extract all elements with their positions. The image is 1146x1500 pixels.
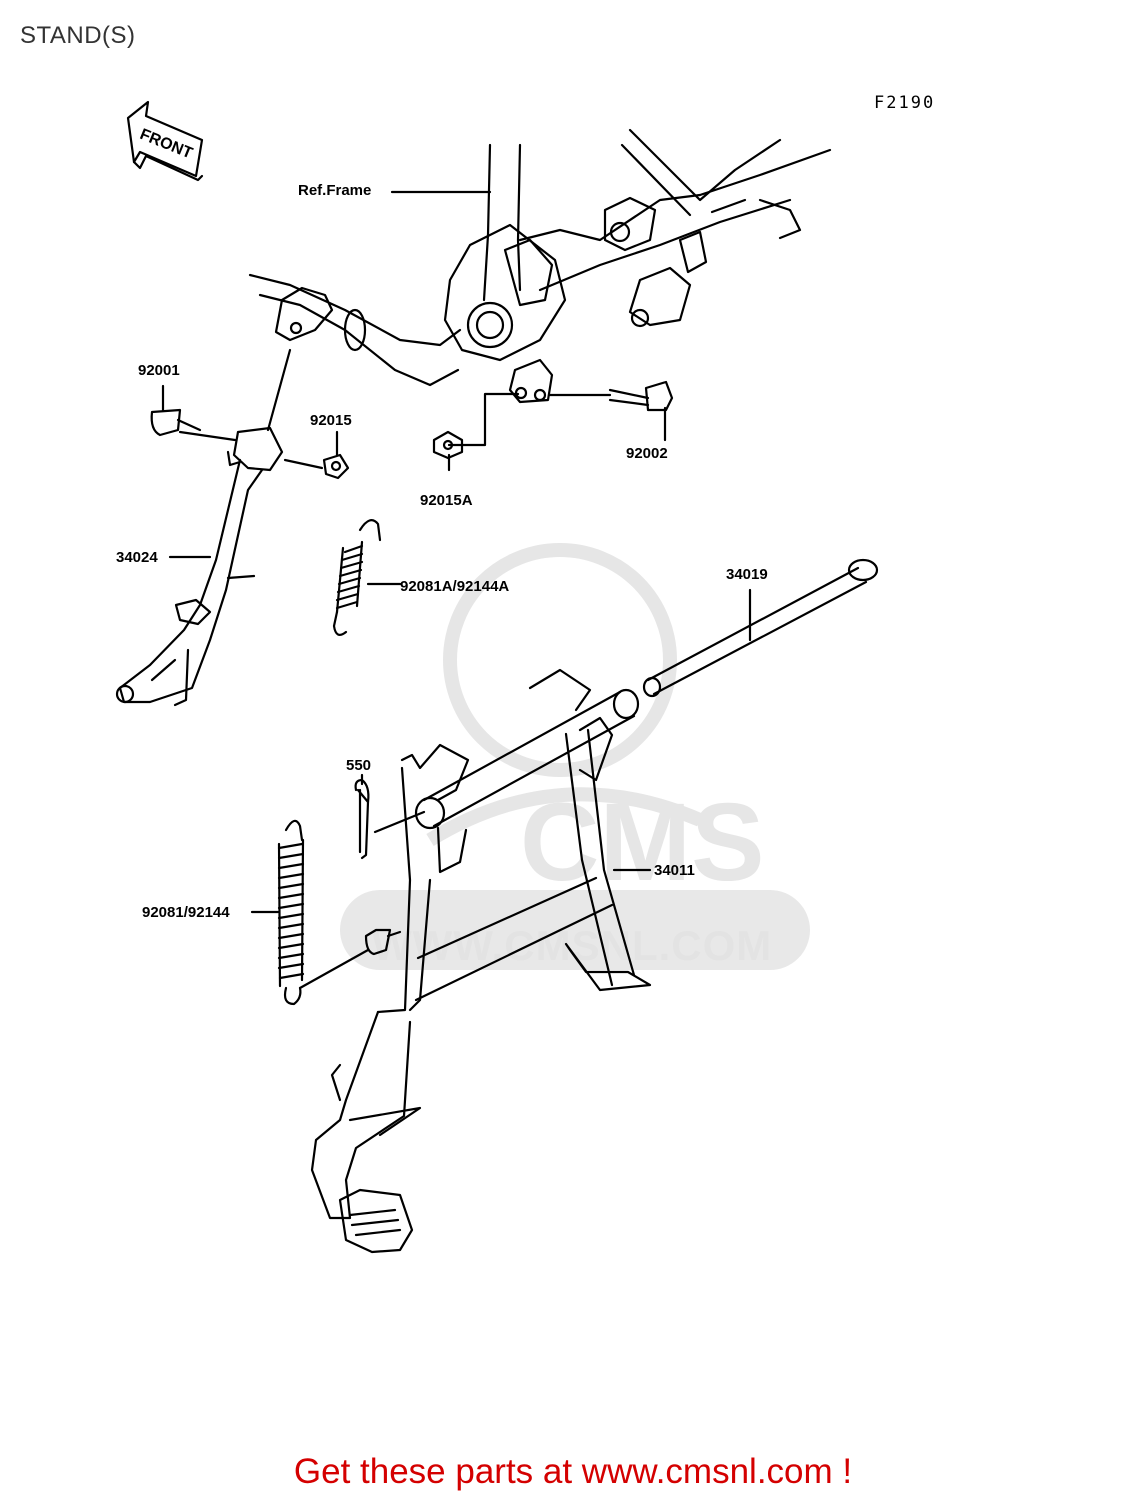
label-34024: 34024 (116, 549, 158, 566)
label-34019: 34019 (726, 566, 768, 583)
label-92015A: 92015A (420, 492, 473, 509)
label-92002: 92002 (626, 445, 668, 462)
part-92081-spring-icon (277, 819, 305, 1006)
label-ref-frame: Ref.Frame (298, 182, 372, 199)
label-92015: 92015 (310, 412, 352, 429)
part-92001-pin-icon (150, 408, 202, 437)
label-92081A-92144A: 92081A/92144A (400, 578, 510, 595)
label-34011: 34011 (654, 862, 695, 879)
label-92001: 92001 (138, 362, 180, 379)
part-92081A-spring-icon (332, 519, 382, 636)
label-92081-92144: 92081/92144 (142, 904, 230, 921)
part-34011-main-stand-icon (310, 668, 652, 1254)
watermark-logo-text: CMS (520, 781, 764, 904)
part-92015A-nut-icon (432, 430, 464, 460)
footer-parts-link[interactable]: Get these parts at www.cmsnl.com ! (293, 1452, 853, 1491)
page-title: STAND(S) (20, 22, 136, 49)
part-spring-pin-icon (364, 928, 402, 956)
part-34019-shaft-icon (642, 558, 879, 698)
part-550-cotter-pin-icon (354, 778, 370, 860)
front-arrow-icon: FRONT (126, 100, 204, 182)
part-34024-side-stand-icon (115, 348, 324, 707)
part-92002-bolt-icon (608, 380, 674, 412)
part-92015-nut-icon (322, 453, 350, 480)
label-550: 550 (346, 757, 372, 774)
watermark-url: WWW.CMSNL.COM (372, 922, 773, 969)
figure-code: F2190 (874, 93, 936, 113)
